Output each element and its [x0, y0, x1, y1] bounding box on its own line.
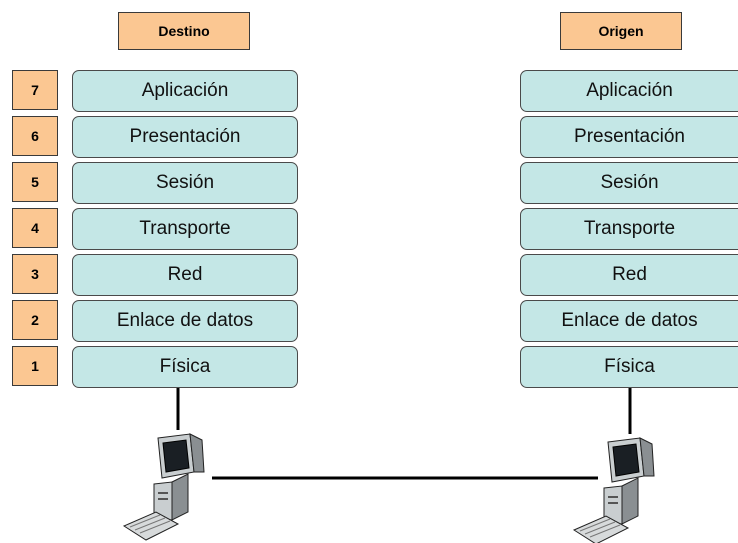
orig-layer-data-link: Enlace de datos: [520, 300, 738, 342]
dest-layer-transport: Transporte: [72, 208, 298, 250]
layer-number-1: 1: [12, 346, 58, 386]
layer-number-3: 3: [12, 254, 58, 294]
orig-layer-physical: Física: [520, 346, 738, 388]
orig-layer-presentation: Presentación: [520, 116, 738, 158]
computer-icon: [573, 437, 655, 543]
dest-layer-presentation: Presentación: [72, 116, 298, 158]
orig-layer-application: Aplicación: [520, 70, 738, 112]
layer-number-7: 7: [12, 70, 58, 110]
dest-layer-data-link: Enlace de datos: [72, 300, 298, 342]
orig-layer-transport: Transporte: [520, 208, 738, 250]
dest-layer-application: Aplicación: [72, 70, 298, 112]
dest-layer-physical: Física: [72, 346, 298, 388]
layer-number-4: 4: [12, 208, 58, 248]
orig-layer-session: Sesión: [520, 162, 738, 204]
layer-number-6: 6: [12, 116, 58, 156]
origin-header: Origen: [560, 12, 682, 50]
orig-layer-network: Red: [520, 254, 738, 296]
destination-header: Destino: [118, 12, 250, 50]
computer-icon: [123, 433, 205, 541]
dest-layer-network: Red: [72, 254, 298, 296]
dest-layer-session: Sesión: [72, 162, 298, 204]
layer-number-5: 5: [12, 162, 58, 202]
layer-number-2: 2: [12, 300, 58, 340]
